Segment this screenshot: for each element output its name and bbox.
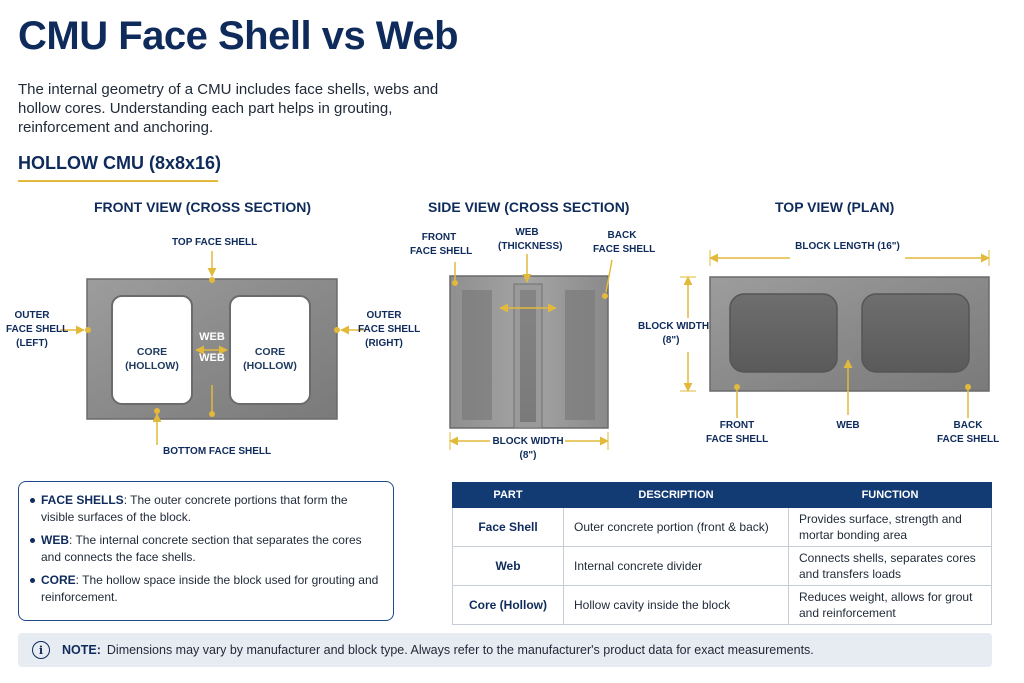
column-header-part: PART bbox=[452, 482, 564, 508]
label-side-web: WEB(THICKNESS) bbox=[498, 227, 563, 252]
label-core-left: CORE(HOLLOW) bbox=[125, 346, 179, 372]
cell-description: Outer concrete portion (front & back) bbox=[563, 507, 789, 547]
cell-function: Provides surface, strength and mortar bo… bbox=[788, 507, 992, 547]
intro-text: The internal geometry of a CMU includes … bbox=[18, 81, 439, 136]
cell-description: Internal concrete divider bbox=[563, 546, 789, 586]
cell-function: Connects shells, separates cores and tra… bbox=[788, 546, 992, 586]
definitions-box: FACE SHELLS: The outer concrete portions… bbox=[18, 481, 394, 621]
side-view-block bbox=[449, 254, 613, 450]
page-title: CMU Face Shell vs Web bbox=[18, 14, 459, 58]
label-web-bottom: WEB bbox=[199, 352, 225, 364]
section-underline bbox=[18, 180, 218, 182]
label-block-length: BLOCK LENGTH (16") bbox=[795, 241, 900, 252]
table-row: Core (Hollow) Hollow cavity inside the b… bbox=[452, 585, 992, 625]
definition-item: CORE: The hollow space inside the block … bbox=[30, 572, 381, 605]
top-view-block bbox=[680, 250, 990, 418]
table-row: Web Internal concrete divider Connects s… bbox=[452, 546, 992, 586]
front-core-right bbox=[229, 295, 311, 405]
label-side-block-width: BLOCK WIDTH(8") bbox=[492, 436, 564, 461]
note-label: NOTE: bbox=[62, 643, 101, 657]
top-core-right bbox=[861, 293, 970, 373]
table-row: Face Shell Outer concrete portion (front… bbox=[452, 507, 992, 547]
cell-function: Reduces weight, allows for grout and rei… bbox=[788, 585, 992, 625]
label-top-block-width: BLOCK WIDTH(8") bbox=[638, 321, 710, 346]
column-header-function: FUNCTION bbox=[788, 482, 992, 508]
side-view-title: SIDE VIEW (CROSS SECTION) bbox=[428, 199, 630, 215]
front-view-title: FRONT VIEW (CROSS SECTION) bbox=[94, 199, 311, 215]
info-icon: i bbox=[32, 641, 50, 659]
label-web-top: WEB bbox=[199, 331, 225, 343]
front-view-block bbox=[60, 251, 365, 445]
cell-description: Hollow cavity inside the block bbox=[563, 585, 789, 625]
definition-item: FACE SHELLS: The outer concrete portions… bbox=[30, 492, 381, 525]
parts-table: PART DESCRIPTION FUNCTION Face Shell Out… bbox=[452, 482, 992, 625]
top-core-left bbox=[729, 293, 838, 373]
label-core-right: CORE(HOLLOW) bbox=[243, 346, 297, 372]
cell-part: Web bbox=[452, 546, 564, 586]
section-title: HOLLOW CMU (8x8x16) bbox=[18, 153, 222, 173]
front-core-left bbox=[111, 295, 193, 405]
column-header-description: DESCRIPTION bbox=[563, 482, 789, 508]
label-top-web: WEB bbox=[836, 420, 860, 431]
definition-item: WEB: The internal concrete section that … bbox=[30, 532, 381, 565]
cell-part: Core (Hollow) bbox=[452, 585, 564, 625]
top-view-title: TOP VIEW (PLAN) bbox=[775, 199, 895, 215]
label-top-face-shell: TOP FACE SHELL bbox=[172, 237, 258, 248]
note-text: Dimensions may vary by manufacturer and … bbox=[106, 643, 814, 657]
table-header-row: PART DESCRIPTION FUNCTION bbox=[452, 482, 992, 508]
note-bar: i NOTE: Dimensions may vary by manufactu… bbox=[18, 633, 992, 667]
cell-part: Face Shell bbox=[452, 507, 564, 547]
label-bottom-face-shell: BOTTOM FACE SHELL bbox=[163, 446, 272, 457]
